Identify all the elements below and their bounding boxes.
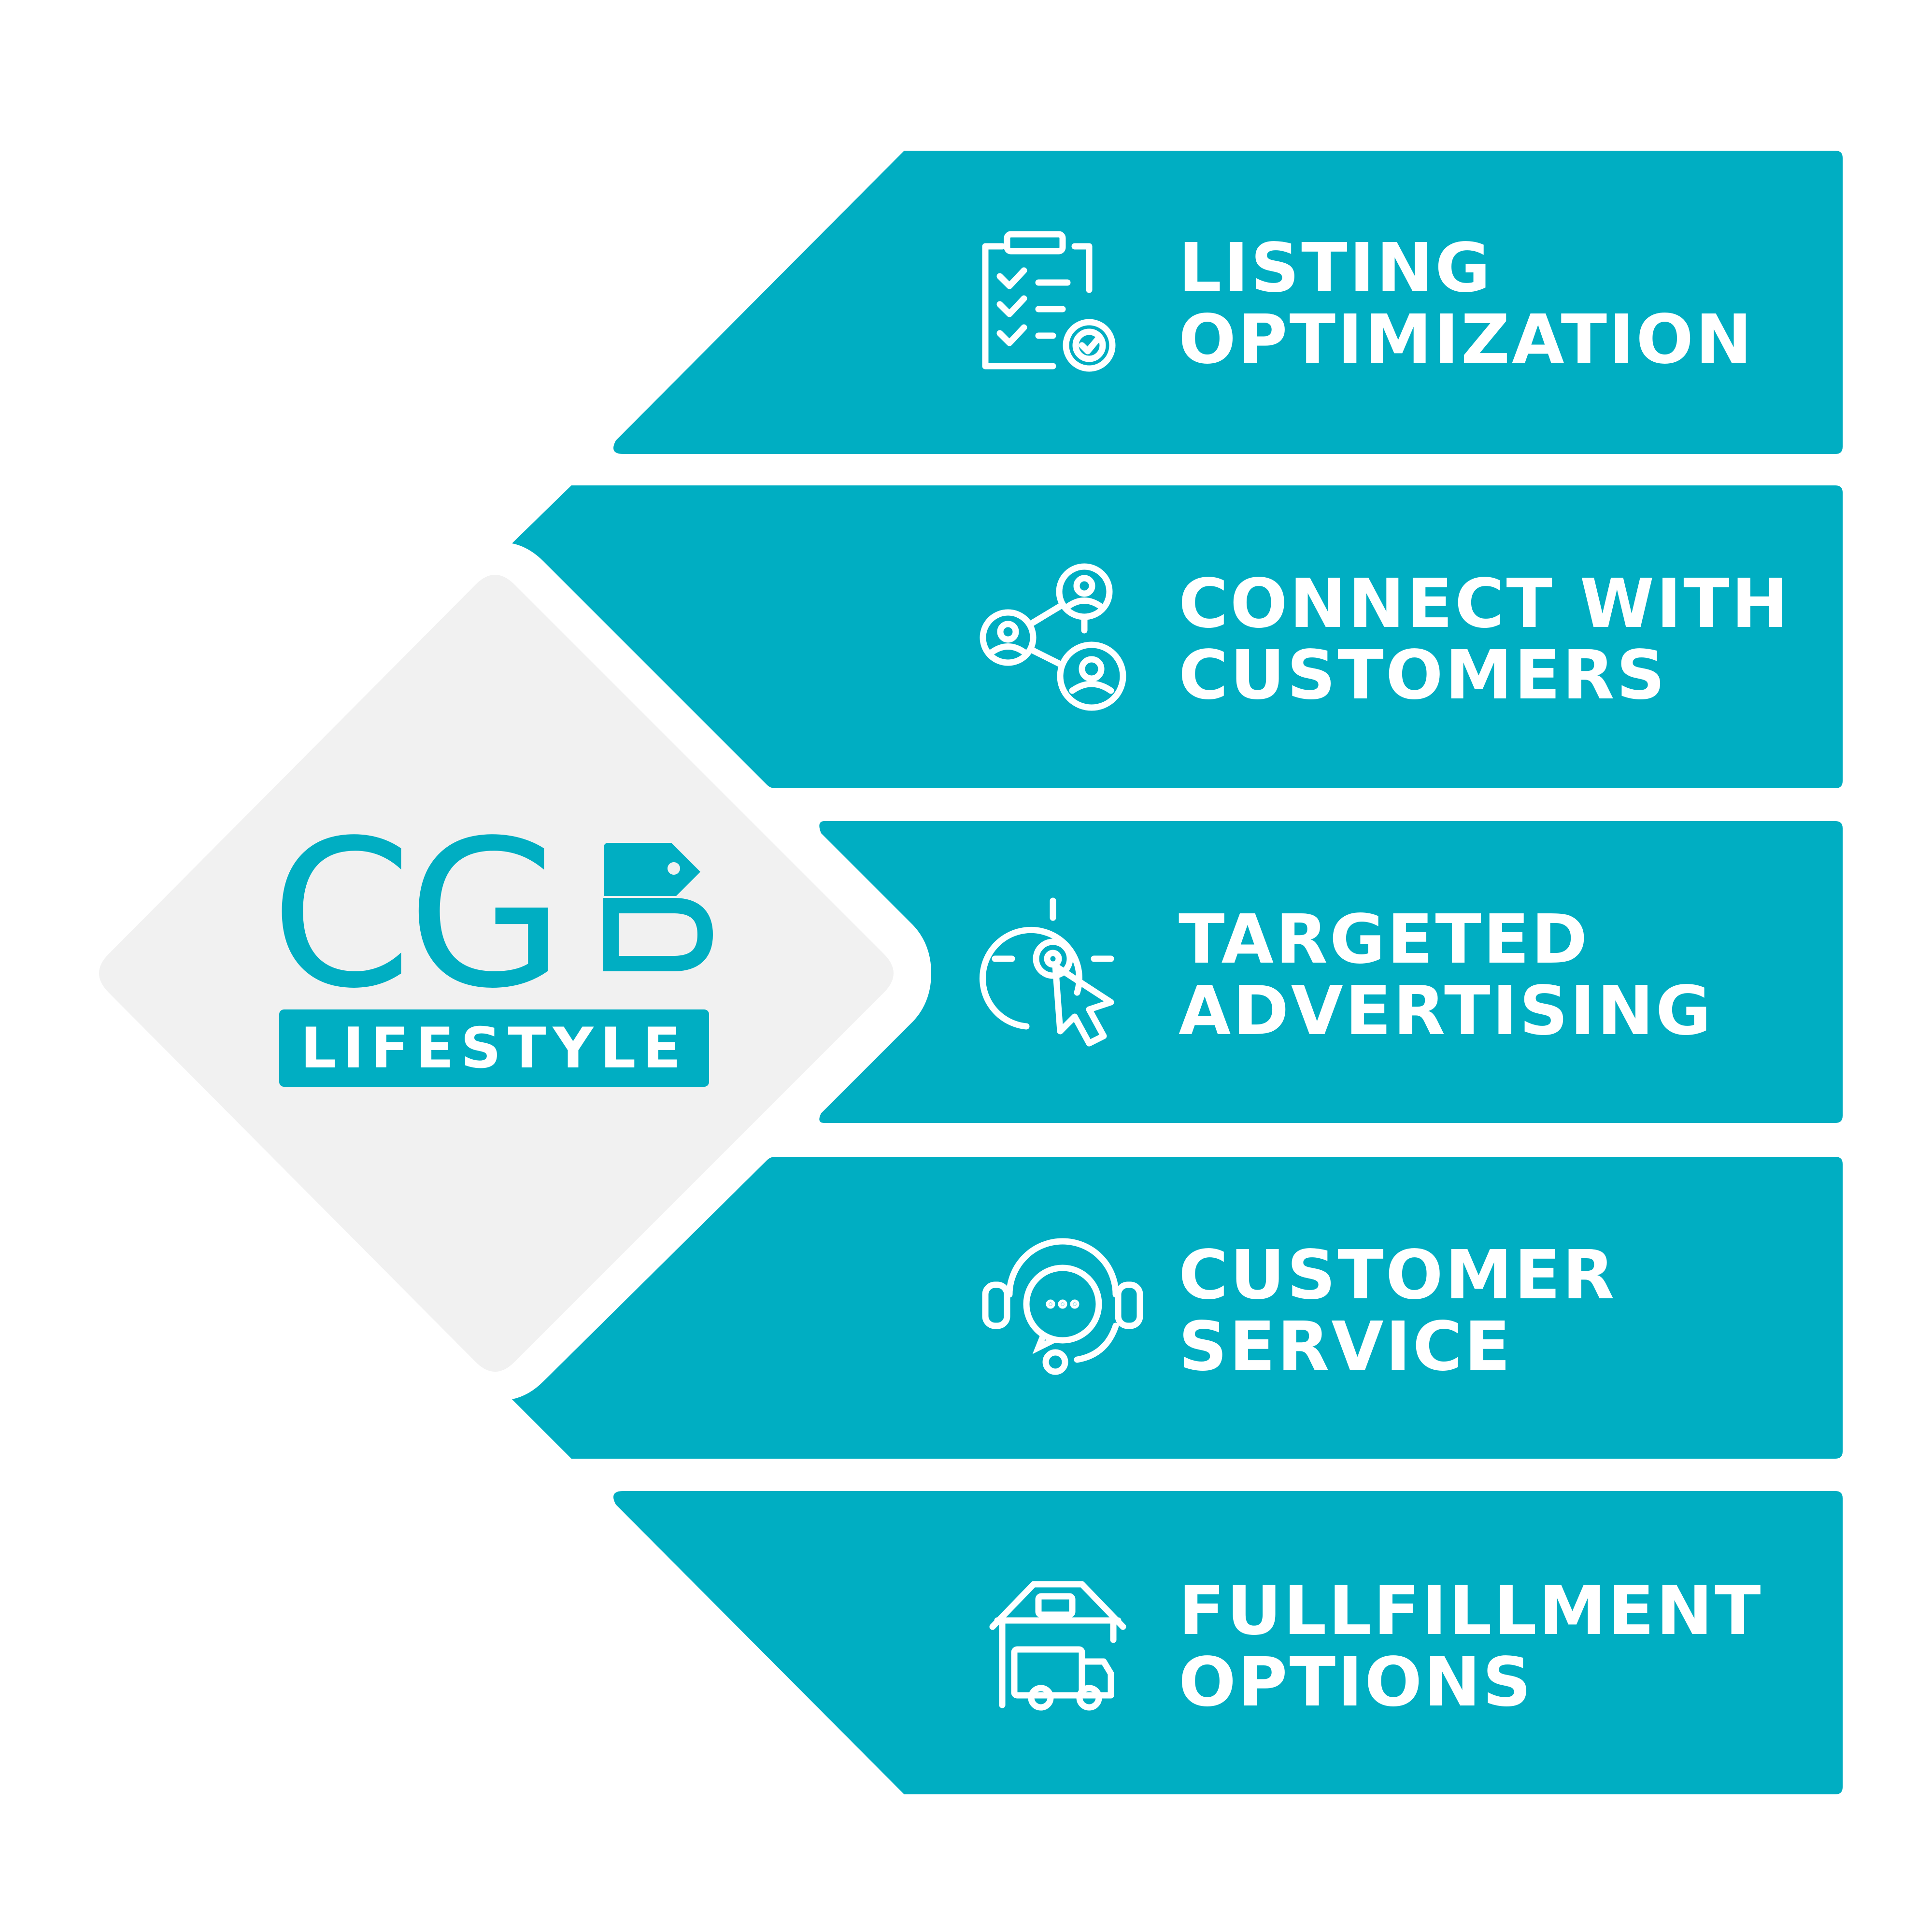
panel-3-line1: TARGETED [1179,900,1590,979]
panel-5-line2: OPTIONS [1179,1643,1534,1722]
panel-1-label: LISTING OPTIMIZATION [1179,233,1754,376]
target-cursor-icon [979,897,1114,1047]
panel-2-line1: CONNECT WITH [1179,565,1790,643]
panel-4-line2: SERVICE [1179,1307,1513,1386]
panel-4 [512,1157,1843,1459]
panel-5 [613,1491,1843,1794]
panel-5-label: FULLFILLMENT OPTIONS [1179,1576,1763,1719]
logo-diamond [99,575,894,1372]
panel-2 [512,485,1843,788]
logo-letters: CG [270,797,565,1033]
headset-chat-icon [982,1238,1143,1375]
panel-2-line2: CUSTOMERS [1179,636,1667,715]
panel-3-label: TARGETED ADVERTISING [1179,904,1713,1047]
panel-2-label: CONNECT WITH CUSTOMERS [1179,568,1790,711]
logo-wordmark-box: LIFESTYLE [279,1009,709,1087]
logo-wordmark: LIFESTYLE [300,1015,688,1081]
panel-5-line1: FULLFILLMENT [1179,1572,1763,1650]
panel-1-line1: LISTING [1179,229,1492,308]
people-network-icon [980,563,1126,711]
panel-3 [819,821,1843,1123]
panel-3-line2: ADVERTISING [1179,972,1713,1051]
panel-1 [613,151,1843,454]
panel-4-line1: CUSTOMER [1179,1236,1617,1315]
logo-tag-icon [603,843,713,971]
warehouse-truck-icon [989,1581,1126,1711]
panel-1-line2: OPTIMIZATION [1179,300,1754,379]
panel-4-label: CUSTOMER SERVICE [1179,1240,1617,1383]
checklist-icon [982,231,1116,372]
